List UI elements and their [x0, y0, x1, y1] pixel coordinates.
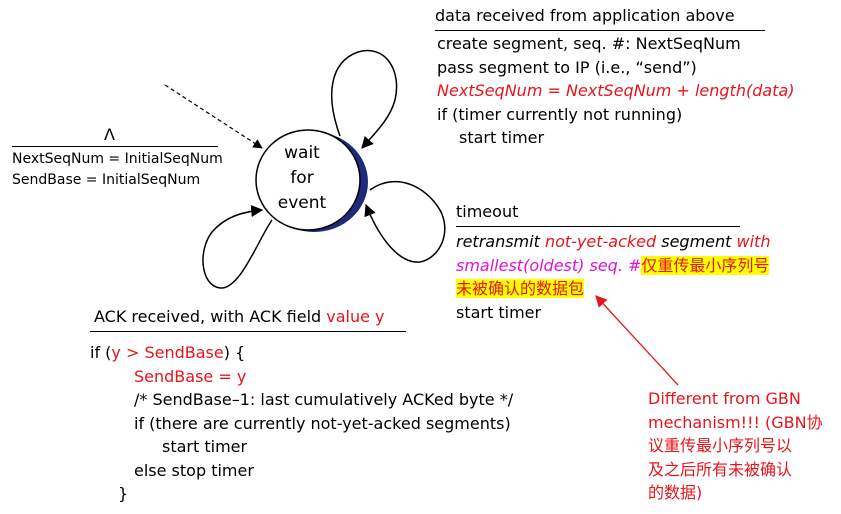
note-line-4: 及之后所有未被确认	[648, 459, 793, 479]
ack-line-2: SendBase = y	[134, 366, 247, 386]
note-line-1: Different from GBN	[648, 389, 801, 408]
state-label-line-3: event	[277, 193, 327, 213]
note-line-5: 的数据)	[648, 483, 703, 502]
ack-line-1-b: y > SendBase	[111, 343, 224, 362]
state-wait-for-event	[255, 129, 368, 232]
timeout-line-1-d: with	[736, 232, 771, 251]
data-event-label: data received from application above	[435, 4, 735, 28]
timeout-line-3: 未被确认的数据包	[456, 277, 770, 301]
timeout-line-2: smallest(oldest) seq. #仅重传最小序列号	[456, 254, 770, 278]
initial-action-1: NextSeqNum = InitialSeqNum	[12, 151, 223, 167]
timeout-line-1-b: not-yet-acked	[544, 232, 657, 251]
ack-line-6: else stop timer	[134, 460, 254, 480]
data-action-4: if (timer currently not running)	[437, 104, 683, 124]
gbn-difference-note: Different from GBN mechanism!!! (GBN协 议重…	[648, 387, 823, 505]
timeout-actions: retransmit not-yet-acked segment with sm…	[456, 230, 770, 324]
timeout-line-2-highlight: 仅重传最小序列号	[641, 255, 770, 275]
state-label-line-1: wait	[284, 143, 320, 163]
ack-line-1-a: if (	[90, 343, 112, 362]
initial-action-2: SendBase = InitialSeqNum	[12, 172, 201, 188]
ack-line-1: if (y > SendBase) {	[90, 341, 513, 365]
ack-event-text-b: value y	[326, 307, 385, 326]
note-line-3: 议重传最小序列号以	[648, 436, 793, 455]
data-event-actions: create segment, seq. #: NextSeqNum pass …	[437, 32, 795, 150]
ack-line-4: if (there are currently not-yet-acked se…	[134, 413, 511, 433]
initial-transition: Λ	[12, 124, 115, 145]
timeout-line-2-a: smallest(oldest) seq. #	[456, 255, 642, 275]
ack-actions: if (y > SendBase) { SendBase = y /* Send…	[90, 341, 513, 506]
timeout-event-text: timeout	[456, 202, 519, 221]
timeout-line-4: start timer	[456, 302, 542, 322]
data-event-text: data received from application above	[435, 6, 735, 25]
ack-line-5: start timer	[162, 437, 248, 456]
data-received-loop-arrow	[330, 49, 398, 149]
ack-line-3: /* SendBase–1: last cumulatively ACKed b…	[134, 390, 514, 409]
timeout-line-1: retransmit not-yet-acked segment with	[456, 230, 770, 254]
initial-event-lambda: Λ	[104, 125, 115, 144]
initial-transition-arrow	[164, 84, 263, 149]
data-action-5: start timer	[459, 128, 545, 147]
initial-divider	[12, 146, 218, 147]
ack-event-label: ACK received, with ACK field value y	[94, 305, 385, 329]
timeout-line-3-highlight: 未被确认的数据包	[456, 279, 585, 298]
ack-divider	[90, 331, 406, 332]
ack-event-text-a: ACK received, with ACK field	[94, 307, 327, 326]
ack-line-7: }	[118, 484, 129, 503]
initial-actions: NextSeqNum = InitialSeqNum SendBase = In…	[12, 149, 223, 191]
timeout-line-1-a: retransmit	[456, 232, 545, 251]
ack-event-text: ACK received, with ACK field value y	[94, 305, 385, 329]
state-label-line-2: for	[290, 168, 314, 188]
timeout-loop-arrow	[364, 180, 446, 263]
timeout-event-label: timeout	[456, 200, 518, 224]
ack-received-loop-arrow	[202, 205, 273, 289]
data-action-2: pass segment to IP (i.e., “send”)	[437, 57, 697, 77]
ack-line-1-c: ) {	[223, 343, 246, 362]
data-action-1: create segment, seq. #: NextSeqNum	[437, 34, 741, 53]
timeout-divider	[456, 226, 740, 227]
note-line-2: mechanism!!! (GBN协	[648, 412, 823, 432]
state-circle	[255, 129, 361, 231]
state-label: wait for event	[270, 141, 334, 216]
data-event-divider	[435, 30, 765, 31]
note-pointer-arrow	[595, 295, 679, 386]
timeout-line-1-c: segment	[656, 232, 737, 251]
data-action-3: NextSeqNum = NextSeqNum + length(data)	[437, 81, 795, 100]
